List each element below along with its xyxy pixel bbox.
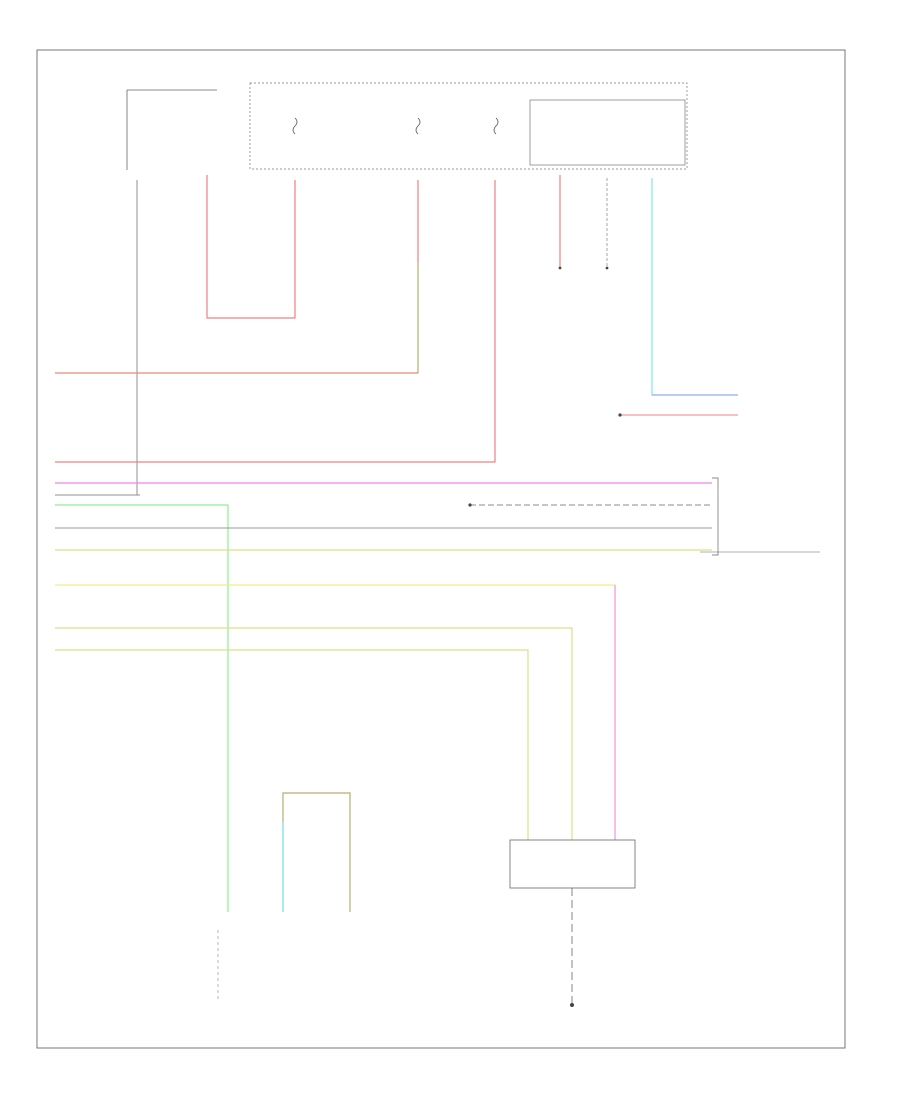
power-module-box (529, 99, 686, 166)
wire-green-1 (55, 504, 229, 912)
wire-olive-2 (282, 792, 351, 912)
wire-red-4 (55, 180, 496, 463)
wire-yellow-2 (55, 584, 616, 840)
fuse-3 (493, 117, 499, 135)
fuse-1 (292, 117, 298, 135)
wire-red-1 (206, 175, 296, 319)
ground-point (570, 1003, 574, 1007)
wire-black-left (126, 89, 217, 170)
splice-4 (605, 266, 609, 270)
splice-2 (618, 413, 622, 417)
wire-cyan-1 (651, 178, 738, 396)
wire-yellow-4 (55, 649, 529, 840)
splice-1 (468, 503, 472, 507)
junction-block (249, 82, 688, 170)
fuse-2 (415, 117, 421, 135)
wire-yellow-3 (55, 627, 573, 840)
right-connector-bracket (712, 477, 719, 556)
diagram-frame (36, 49, 846, 1049)
splice-3 (558, 266, 562, 270)
bottom-module (509, 839, 636, 889)
